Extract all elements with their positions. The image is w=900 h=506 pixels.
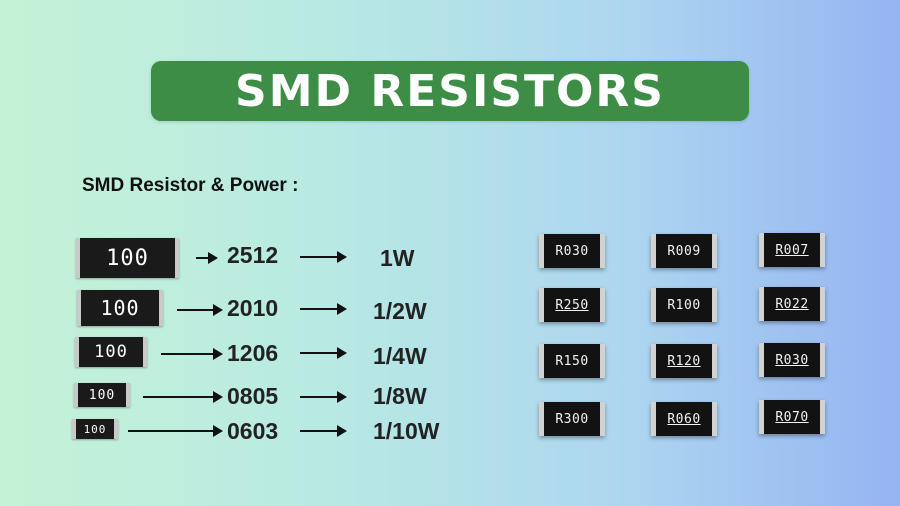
section-heading: SMD Resistor & Power : [82, 175, 299, 196]
arrow-icon [128, 425, 223, 437]
chip-code: 100 [94, 342, 128, 362]
arrow-icon [300, 347, 347, 359]
power-rating: 1/8W [373, 383, 427, 409]
code-chip: R100 [651, 288, 717, 322]
power-rating: 1/10W [373, 418, 440, 444]
code-label: R030 [775, 352, 809, 368]
code-label: R009 [667, 243, 701, 259]
size-code: 0603 [227, 418, 279, 444]
code-chip: R060 [651, 402, 717, 436]
resistor-chip: 100 [72, 419, 118, 439]
code-chip: R009 [651, 234, 717, 268]
size-code: 2010 [227, 295, 279, 321]
code-label: R030 [555, 243, 589, 259]
code-chip: R030 [539, 234, 605, 268]
power-rating: 1/2W [373, 298, 427, 324]
code-label: R060 [667, 411, 701, 427]
size-code: 1206 [227, 340, 279, 366]
code-label: R120 [667, 353, 701, 369]
code-chip: R120 [651, 344, 717, 378]
arrow-icon [143, 391, 223, 403]
page-title: SMD RESISTORS [235, 65, 665, 117]
arrow-icon [300, 391, 347, 403]
title-banner: SMD RESISTORS [151, 61, 749, 121]
code-label: R070 [775, 409, 809, 425]
code-chip: R070 [759, 400, 825, 434]
resistor-chip: 100 [75, 337, 147, 367]
code-label: R300 [555, 411, 589, 427]
arrow-icon [300, 251, 347, 263]
arrow-icon [177, 304, 223, 316]
arrow-icon [196, 252, 218, 264]
arrow-icon [161, 348, 223, 360]
code-chip: R250 [539, 288, 605, 322]
size-code: 0805 [227, 383, 279, 409]
code-label: R007 [775, 242, 809, 258]
resistor-chip: 100 [76, 238, 179, 278]
chip-code: 100 [100, 296, 140, 320]
chip-code: 100 [83, 422, 107, 436]
code-chip: R150 [539, 344, 605, 378]
size-code: 2512 [227, 242, 279, 268]
arrow-icon [300, 425, 347, 437]
resistor-chip: 100 [74, 383, 130, 407]
power-rating: 1/4W [373, 343, 427, 369]
arrow-icon [300, 303, 347, 315]
code-label: R150 [555, 353, 589, 369]
chip-code: 100 [88, 387, 116, 403]
power-rating: 1W [380, 245, 415, 271]
code-chip: R030 [759, 343, 825, 377]
chip-code: 100 [106, 245, 149, 271]
code-chip: R007 [759, 233, 825, 267]
code-chip: R300 [539, 402, 605, 436]
code-label: R250 [555, 297, 589, 313]
code-label: R100 [667, 297, 701, 313]
resistor-chip: 100 [77, 290, 163, 326]
code-label: R022 [775, 296, 809, 312]
code-chip: R022 [759, 287, 825, 321]
